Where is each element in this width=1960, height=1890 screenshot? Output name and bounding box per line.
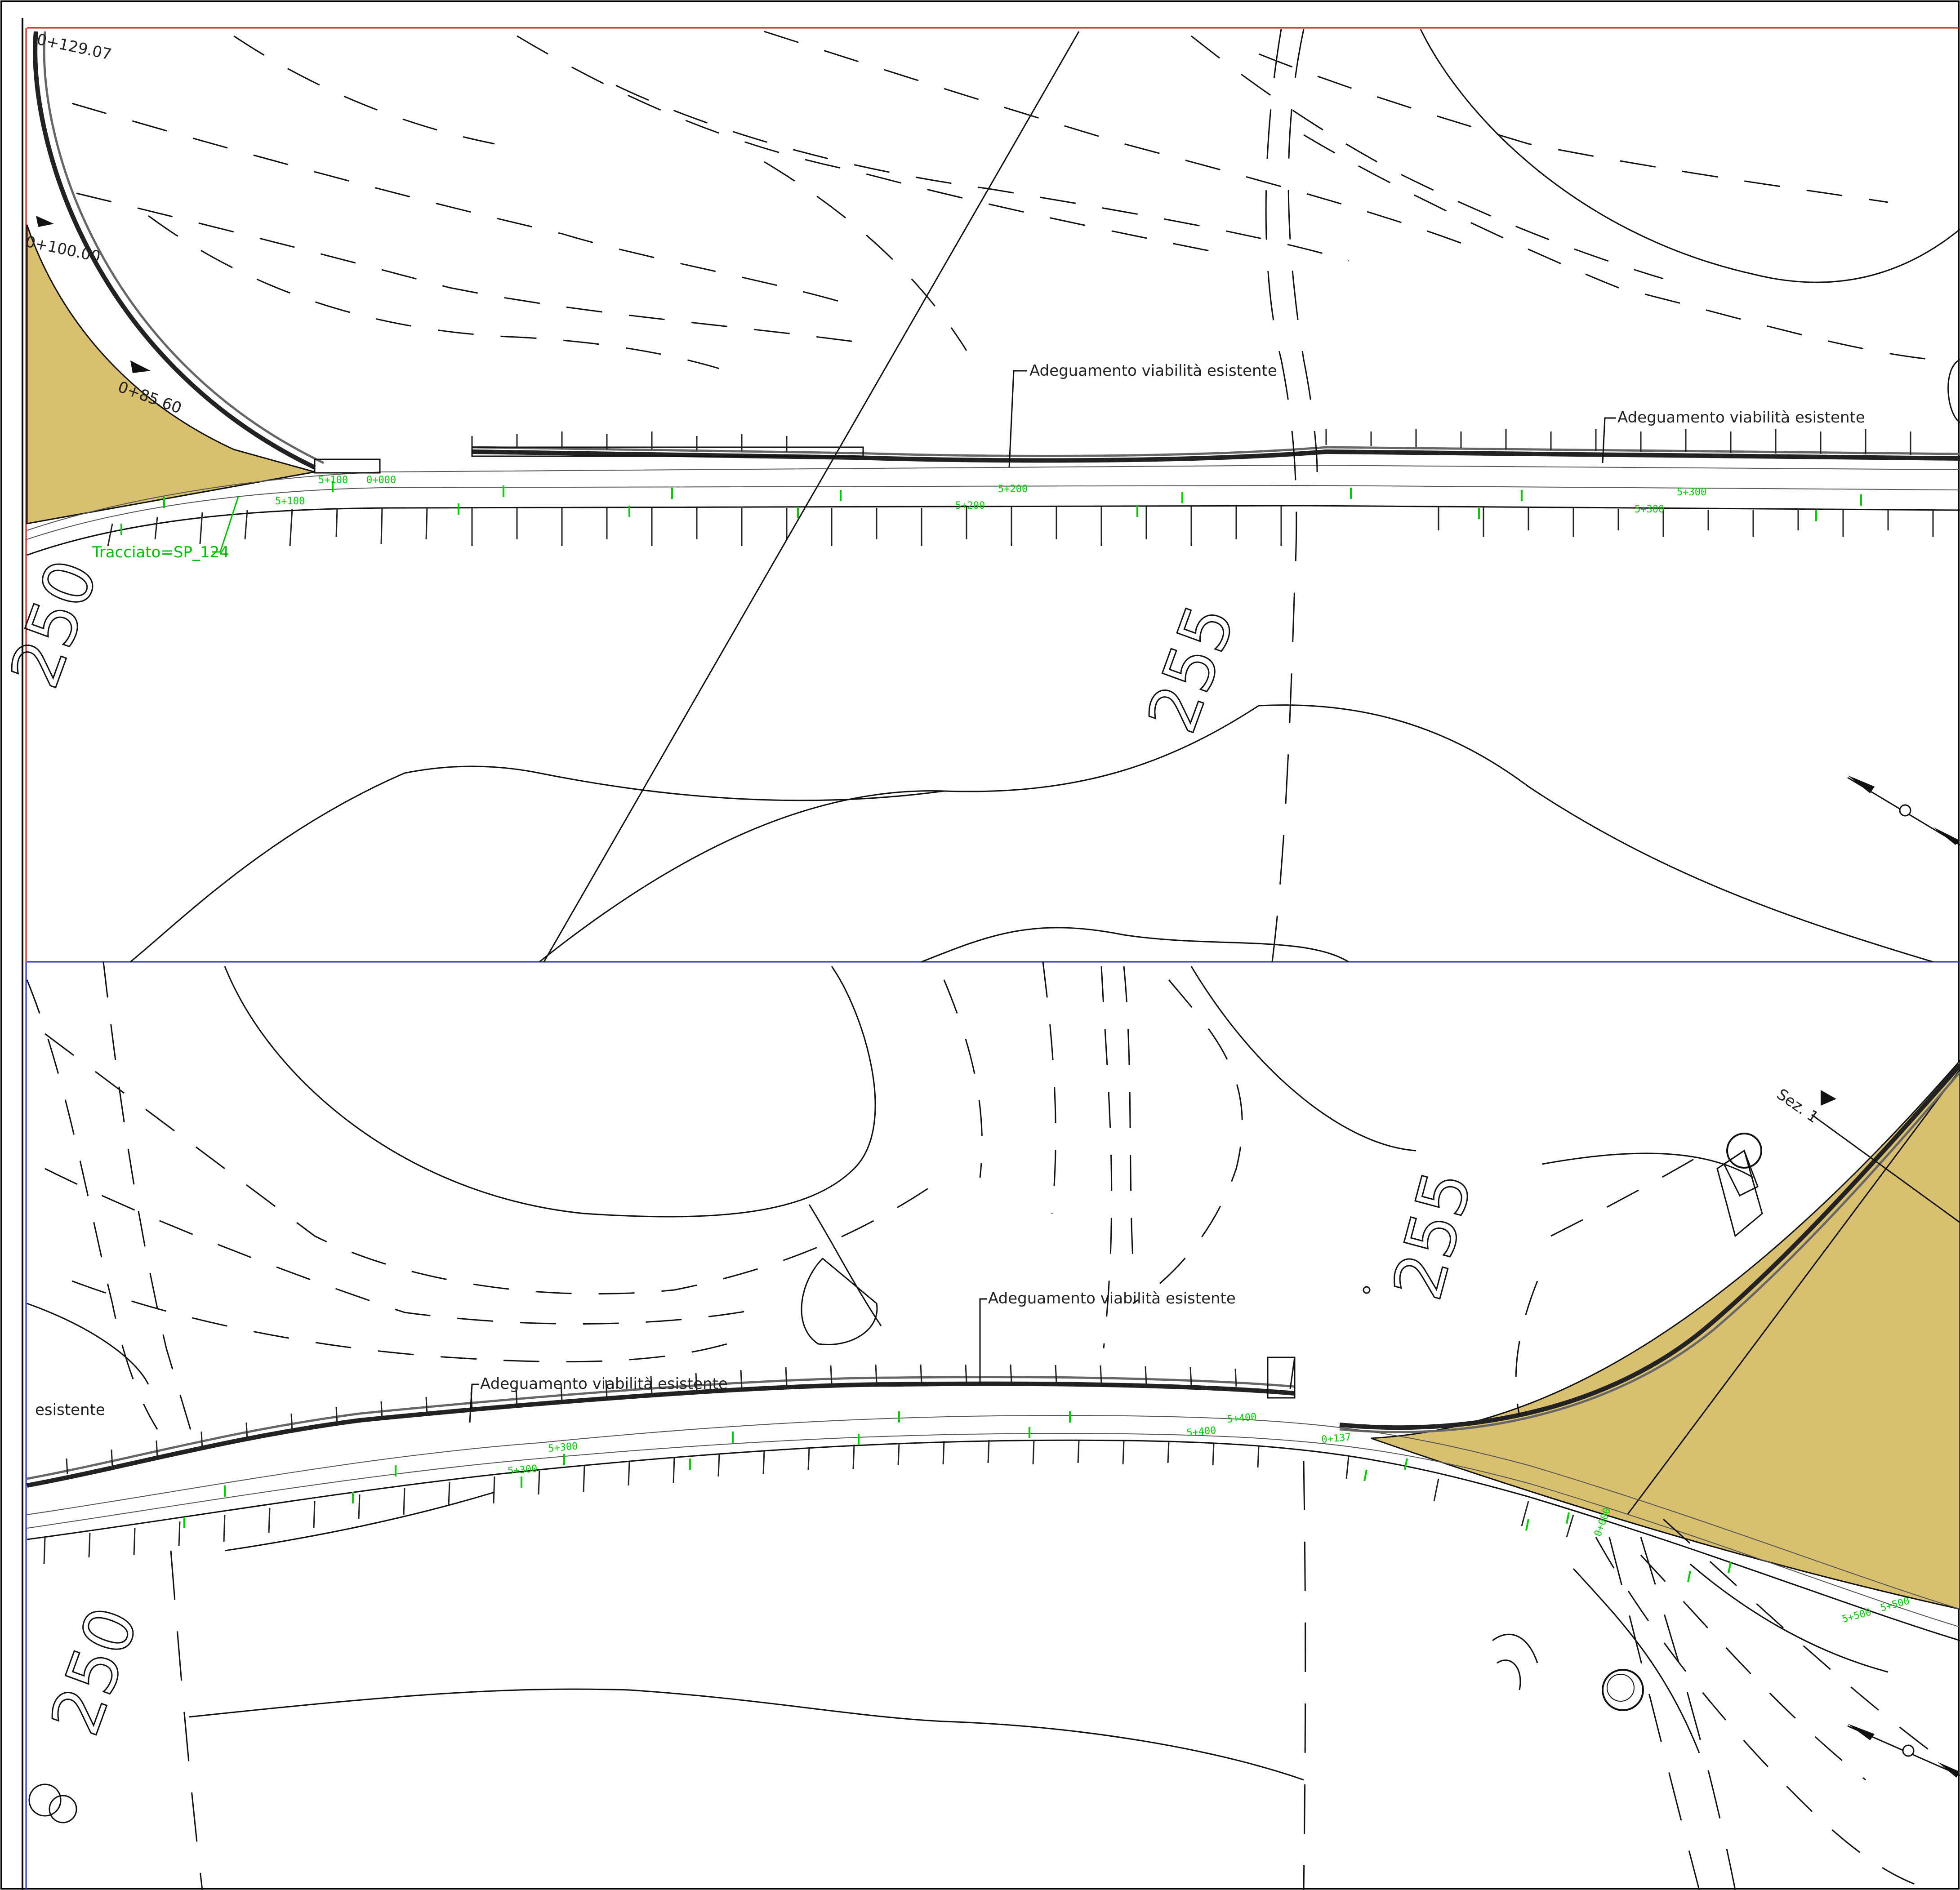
- fill-area-left: [26, 224, 315, 525]
- contour-label: 250: [36, 1597, 153, 1745]
- chainage-label: 5+200: [955, 500, 985, 511]
- chainage-label: 5+400: [1186, 1425, 1216, 1439]
- top-panel: 5+100 0+000 5+100 5+200 5+200 5+300 5+30…: [0, 29, 1960, 963]
- chainage-label: 5+300: [507, 1463, 538, 1477]
- slope-hatch-south: [43, 1440, 1574, 1565]
- slope-hatch-north: [66, 1364, 1237, 1475]
- slope-hatch-south: [107, 506, 1934, 547]
- fill-area-right: [1371, 1059, 1960, 1610]
- structure-symbol: [1716, 1133, 1763, 1237]
- section-marker-icon: [36, 216, 54, 227]
- annotation-text: Adeguamento viabilità esistente: [480, 1375, 728, 1393]
- annotation-text: esistente: [35, 1401, 105, 1419]
- chainage-label: 0+000: [366, 475, 396, 486]
- slope-hatch-north: [471, 429, 1911, 455]
- contour-label: 250: [0, 550, 113, 698]
- chainage-label: 5+100: [318, 475, 348, 486]
- bottom-panel: 5+300 5+300 5+400 5+400 0+137 0+000 5+50…: [26, 961, 1960, 1890]
- road-edge-north: [472, 449, 1960, 463]
- chainage-label: 5+400: [1226, 1411, 1257, 1425]
- chainage-label: 5+500: [1841, 1607, 1872, 1625]
- chainage-ticks-bottom: [183, 1411, 1732, 1583]
- chainage-ticks-top: [120, 481, 1862, 535]
- north-arrow-icon: [1847, 775, 1960, 846]
- annotation-text: Adeguamento viabilità esistente: [988, 1290, 1236, 1307]
- alignment-label: Tracciato=SP_124: [92, 543, 229, 561]
- tree-symbol-icon: [1602, 1669, 1644, 1711]
- road-edge-south: [27, 1439, 1960, 1641]
- chainage-label: 5+300: [1635, 504, 1664, 515]
- annotation-text: Adeguamento viabilità esistente: [1617, 409, 1865, 427]
- contour-label-ring: [28, 1783, 77, 1823]
- contour-label: 255: [1133, 595, 1250, 743]
- contour-label: 255: [1379, 1163, 1488, 1308]
- chainage-label: 5+300: [1677, 487, 1706, 498]
- curved-road-edge: [1339, 1063, 1960, 1430]
- chainage-label: 5+200: [998, 484, 1028, 495]
- north-arrow-icon: [1847, 1724, 1960, 1778]
- section-marker-icon: [1821, 1090, 1836, 1106]
- chainage-label: 5+500: [1879, 1596, 1911, 1614]
- annotation-text: Adeguamento viabilità esistente: [1029, 362, 1277, 380]
- chainage-label: 5+100: [275, 496, 305, 507]
- section-label: Sez. 1: [1773, 1085, 1822, 1127]
- chainage-label: 0+137: [1321, 1432, 1351, 1445]
- curved-road-edge: [33, 31, 316, 470]
- section-marker-icon: [130, 360, 151, 373]
- coordinate-label: 0+129.07: [35, 31, 113, 64]
- fence-line: [543, 31, 1080, 962]
- road-edge-north: [27, 1381, 1295, 1488]
- chainage-label: 5+300: [548, 1441, 578, 1454]
- road-edge-south: [27, 505, 1960, 556]
